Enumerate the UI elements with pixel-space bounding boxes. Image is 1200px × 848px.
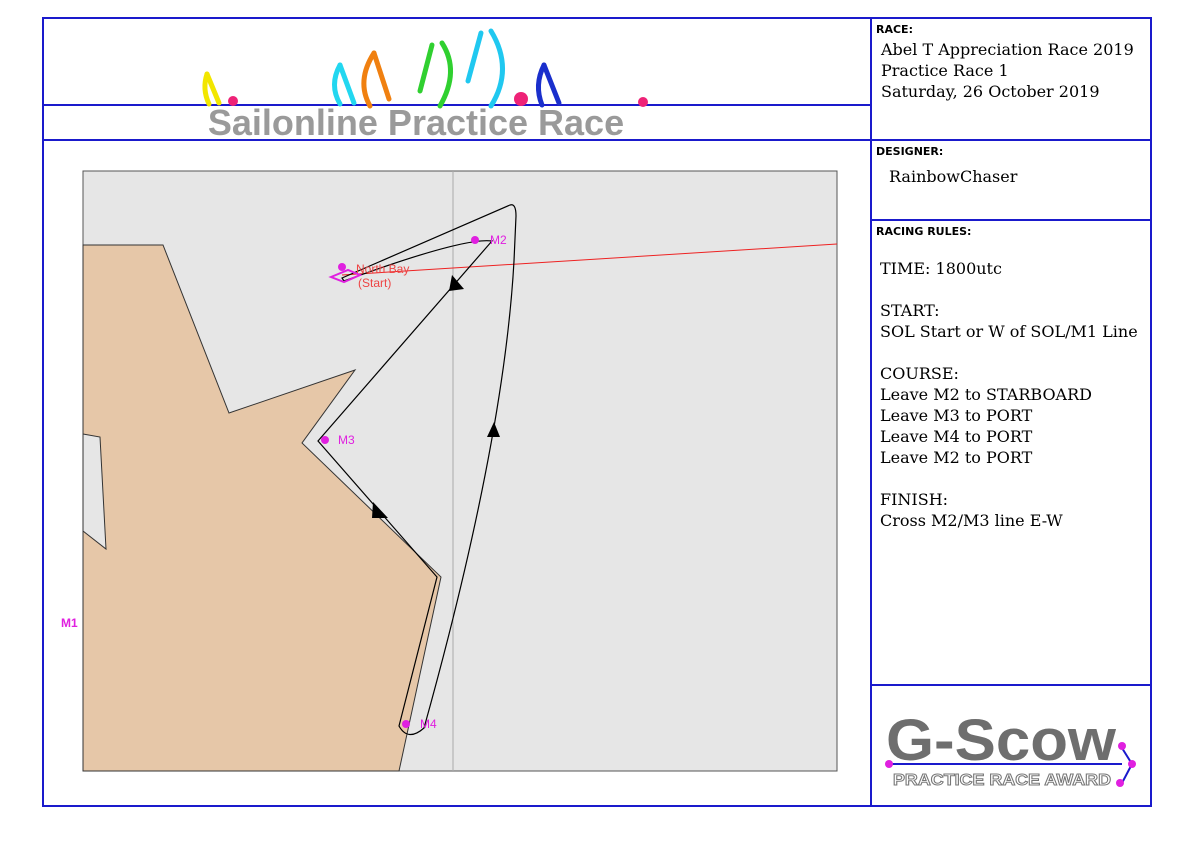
start-label: North Bay <box>356 262 409 276</box>
sailonline-banner: Sailonline Practice Race <box>44 28 870 139</box>
course-map: North Bay (Start) M2 M3 M4 M1 <box>61 170 838 772</box>
course-arrow-3 <box>487 422 500 437</box>
mark-m4-label: M4 <box>420 717 437 731</box>
start-sub-label: (Start) <box>358 276 391 290</box>
award-subtitle: PRACTICE RACE AWARD <box>893 772 1111 789</box>
award-buoy-top <box>1118 742 1126 750</box>
rules-line: Cross M2/M3 line E-W <box>880 511 1063 530</box>
award-buoy-right <box>1128 760 1136 768</box>
mark-m3 <box>321 436 329 444</box>
designer-name: RainbowChaser <box>889 167 1018 186</box>
sails-logo <box>202 28 562 109</box>
racing-rules: TIME: 1800utc START: SOL Start or W of S… <box>880 258 1138 531</box>
mark-m1-label: M1 <box>61 616 78 630</box>
rules-line <box>880 342 1138 363</box>
rules-line: FINISH: <box>880 490 949 509</box>
mark-m3-label: M3 <box>338 433 355 447</box>
rules-line: SOL Start or W of SOL/M1 Line <box>880 322 1138 341</box>
rules-line: COURSE: <box>880 364 959 383</box>
rules-line <box>880 468 1138 489</box>
mark-m2 <box>471 236 479 244</box>
course-arrow-1 <box>449 275 464 291</box>
rules-line: START: <box>880 301 940 320</box>
award-buoy-left <box>885 760 893 768</box>
rules-label: RACING RULES: <box>876 225 972 238</box>
award-title: G-Scow <box>886 708 1117 773</box>
start-line <box>341 243 838 276</box>
gscow-award-logo: G-Scow PRACTICE RACE AWARD <box>885 708 1136 790</box>
mark-m4 <box>402 720 410 728</box>
start-mark <box>338 263 346 271</box>
course-arrow-2 <box>372 502 388 518</box>
rules-line: Leave M3 to PORT <box>880 406 1033 425</box>
designer-box-divider <box>872 219 1152 221</box>
banner-buoy-1 <box>228 96 238 106</box>
rules-line <box>880 279 1138 300</box>
land-mass <box>82 244 442 772</box>
course-track <box>317 204 517 736</box>
rules-box-divider <box>872 684 1152 686</box>
mark-m2-label: M2 <box>490 233 507 247</box>
race-label: RACE: <box>876 23 913 36</box>
rules-line: Leave M2 to STARBOARD <box>880 385 1092 404</box>
award-buoy-bottom <box>1116 779 1124 787</box>
banner-buoy-3 <box>638 97 648 107</box>
page-frame <box>42 17 1152 807</box>
banner-buoy-2 <box>514 92 528 106</box>
banner-title: Sailonline Practice Race <box>208 102 624 139</box>
race-box-divider <box>872 139 1152 141</box>
rules-line: Leave M4 to PORT <box>880 427 1033 446</box>
race-subtitle: Practice Race 1 <box>881 61 1009 80</box>
inlet <box>82 433 107 551</box>
race-date: Saturday, 26 October 2019 <box>881 82 1100 101</box>
column-divider <box>870 17 872 807</box>
boat-icon <box>328 268 363 284</box>
rules-line: Leave M2 to PORT <box>880 448 1033 467</box>
designer-label: DESIGNER: <box>876 145 944 158</box>
race-name: Abel T Appreciation Race 2019 <box>881 40 1134 59</box>
rules-line: TIME: 1800utc <box>880 259 1002 278</box>
banner-divider <box>42 139 872 141</box>
